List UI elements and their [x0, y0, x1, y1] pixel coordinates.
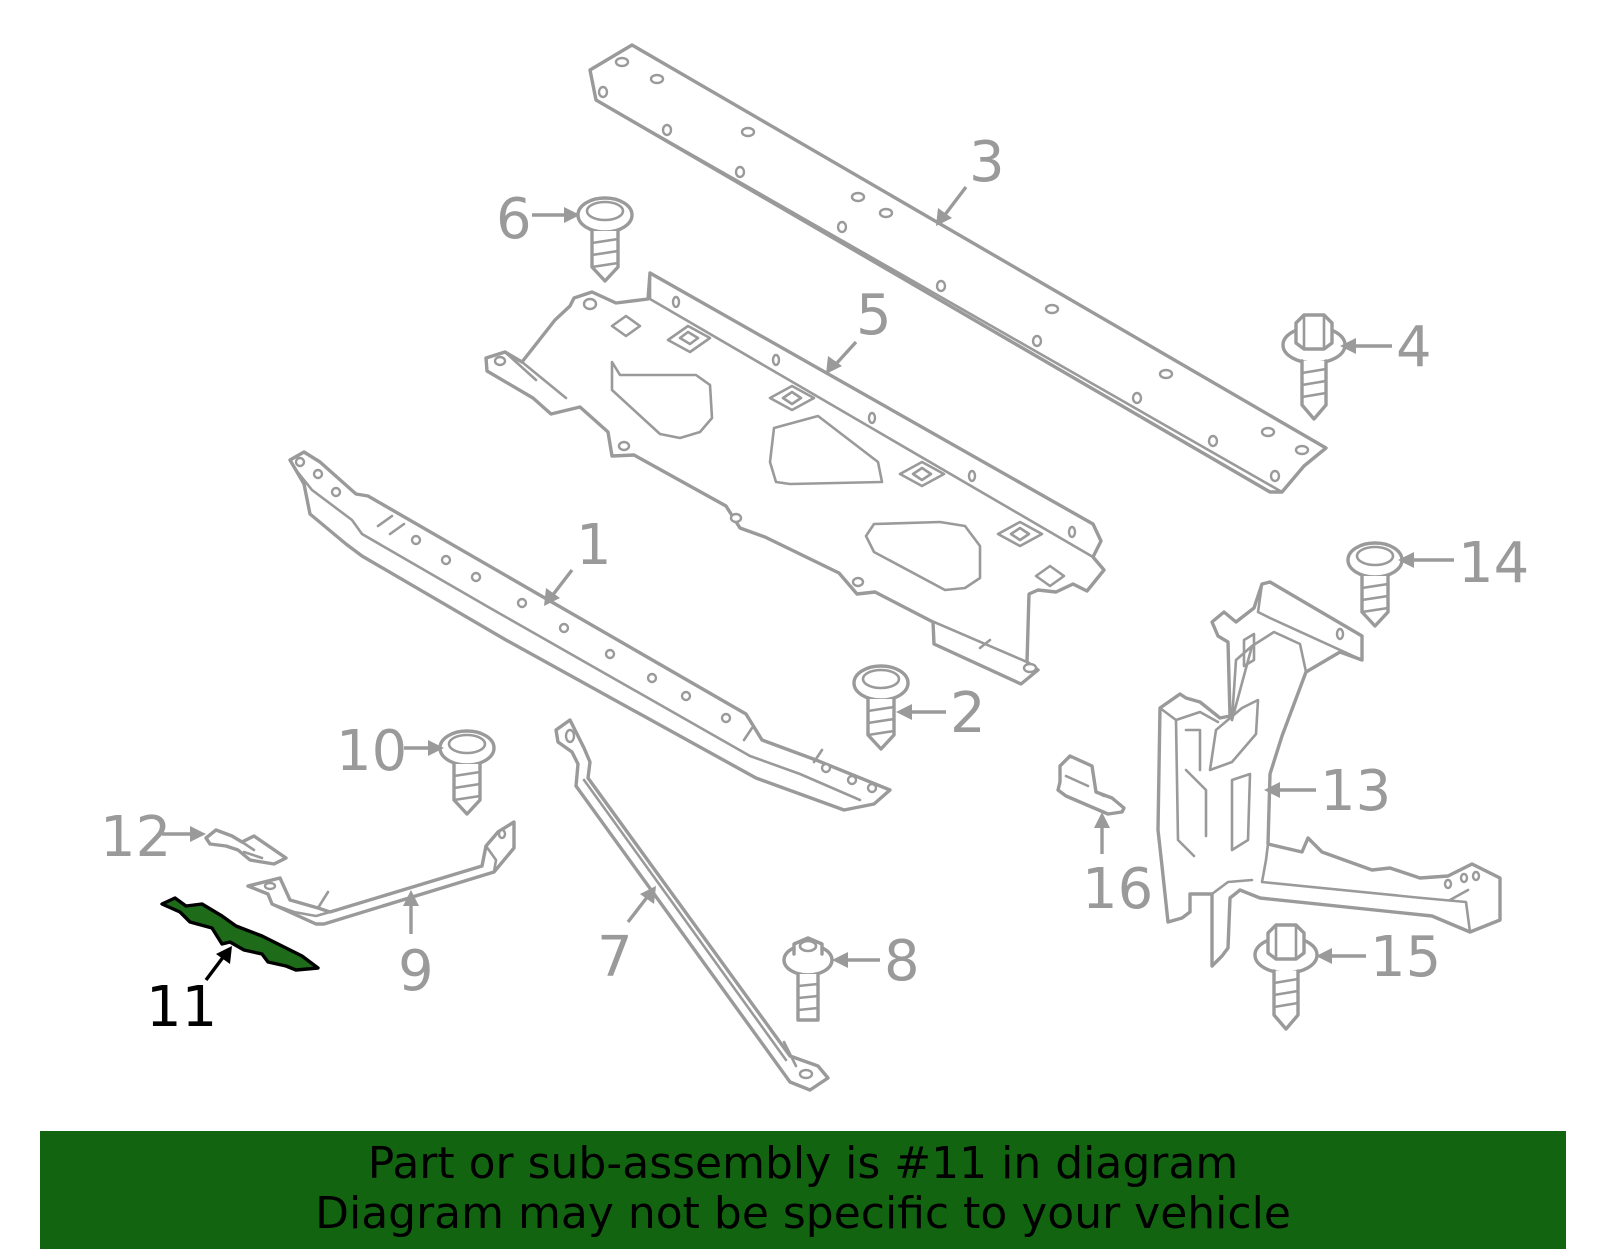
- info-banner: Part or sub-assembly is #11 in diagram D…: [40, 1131, 1566, 1249]
- part-9-bracket: [246, 820, 516, 926]
- parts-diagram: 3 6 5 4 1 14 2 10 13 12 16 9 7 8 15 11: [100, 43, 1529, 1092]
- callout-1: 1: [576, 513, 612, 578]
- part-3-upper-tie-bar: [588, 43, 1328, 494]
- part-5-support-panel: [484, 271, 1106, 686]
- callout-11: 11: [146, 975, 217, 1040]
- part-6-screw: [576, 196, 634, 283]
- callout-12: 12: [100, 805, 171, 870]
- callout-4: 4: [1396, 315, 1432, 380]
- callout-6: 6: [496, 187, 532, 252]
- callout-13: 13: [1320, 759, 1391, 824]
- part-10-screw: [438, 729, 496, 816]
- callout-3: 3: [969, 130, 1005, 195]
- callout-15: 15: [1370, 925, 1441, 990]
- part-15-screw: [1253, 923, 1319, 1031]
- callout-7: 7: [597, 925, 633, 990]
- callout-8: 8: [884, 929, 920, 994]
- part-4-screw: [1281, 313, 1347, 421]
- callout-5: 5: [856, 283, 892, 348]
- part-14-screw: [1346, 541, 1404, 628]
- part-1-lower-tie-bar: [288, 450, 892, 812]
- callout-labels: 3 6 5 4 1 14 2 10 13 12 16 9 7 8 15 11: [100, 130, 1529, 1040]
- leader-lines: [162, 185, 1454, 982]
- part-13-side-support: [1156, 580, 1502, 968]
- part-8-screw: [782, 936, 834, 1022]
- part-16-bracket: [1056, 754, 1126, 816]
- callout-16: 16: [1082, 857, 1153, 922]
- part-2-screw: [852, 664, 910, 751]
- part-7-diagonal-brace: [554, 718, 830, 1092]
- callout-14: 14: [1458, 531, 1529, 596]
- part-12-clip: [204, 828, 288, 866]
- banner-line-1: Part or sub-assembly is #11 in diagram: [367, 1138, 1239, 1189]
- callout-10: 10: [336, 719, 407, 784]
- callout-9: 9: [398, 939, 434, 1004]
- banner-line-2: Diagram may not be specific to your vehi…: [315, 1188, 1291, 1239]
- callout-2: 2: [950, 681, 986, 746]
- part-11-highlighted-bracket: [160, 896, 320, 972]
